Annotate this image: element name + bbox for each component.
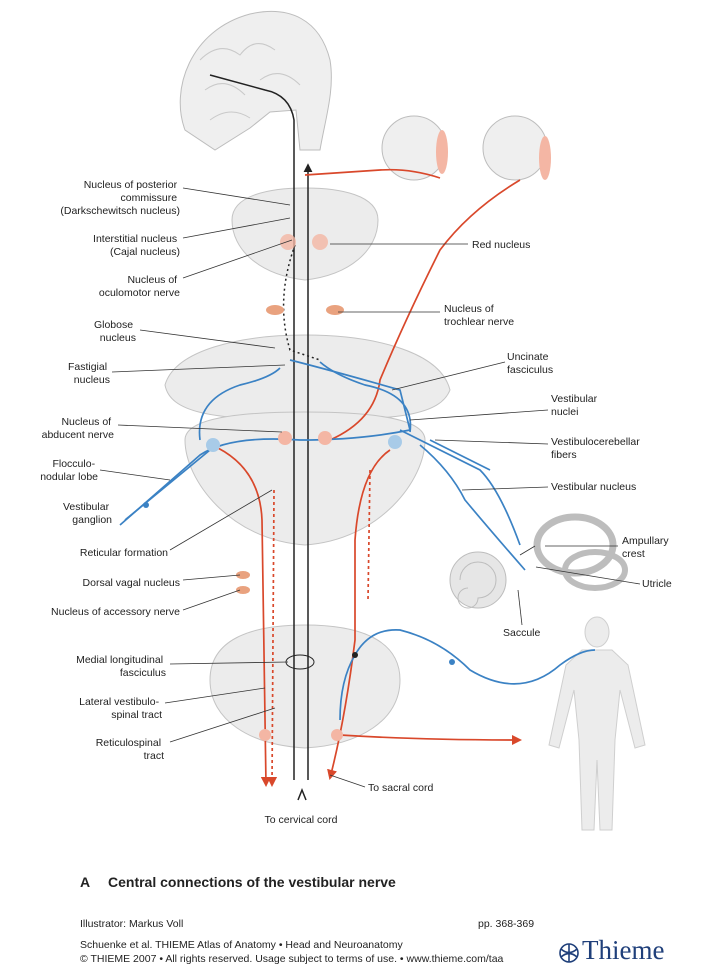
publisher-emblem-icon xyxy=(559,943,579,963)
publisher-name: Thieme xyxy=(582,935,665,965)
label-utricle: Utricle xyxy=(642,578,672,590)
label-reticulospinal-tract: Reticulospinal tract xyxy=(96,737,164,762)
label-trochlear-nucleus: Nucleus of trochlear nerve xyxy=(444,303,514,328)
footer-copyright: © THIEME 2007 • All rights reserved. Usa… xyxy=(80,953,504,965)
footer-illustrator: Illustrator: Markus Voll xyxy=(80,918,184,930)
label-accessory-nucleus: Nucleus of accessory nerve xyxy=(51,606,180,618)
label-fastigial-nucleus: Fastigial nucleus xyxy=(68,361,110,386)
label-oculomotor-nucleus: Nucleus of oculomotor nerve xyxy=(99,274,180,299)
blue-pathways xyxy=(119,359,596,721)
label-vestibular-nuclei: Vestibular nuclei xyxy=(551,393,600,418)
mlf-axis xyxy=(209,74,321,801)
label-uncinate-fasciculus: Uncinate fasciculus xyxy=(507,351,553,376)
cerebrum-section xyxy=(179,10,332,151)
eyeball-left xyxy=(381,115,448,181)
spinal-cord-section xyxy=(209,624,401,749)
leader-lines xyxy=(99,187,641,788)
label-posterior-commissure-nucleus: Nucleus of posterior commissure (Darksch… xyxy=(60,179,180,217)
label-flocculonodular-lobe: Flocculo- nodular lobe xyxy=(40,458,98,483)
label-ampullary-crest: Ampullary crest xyxy=(622,535,672,560)
label-dorsal-vagal-nucleus: Dorsal vagal nucleus xyxy=(83,577,180,589)
inner-ear xyxy=(449,513,628,609)
label-to-cervical-cord: To cervical cord xyxy=(265,814,338,826)
figure-title: Central connections of the vestibular ne… xyxy=(108,874,396,890)
label-vestibulocerebellar-fibers: Vestibulocerebellar fibers xyxy=(551,436,643,461)
label-interstitial-nucleus: Interstitial nucleus (Cajal nucleus) xyxy=(93,233,180,258)
label-abducent-nucleus: Nucleus of abducent nerve xyxy=(42,416,115,441)
footer-pages: pp. 368-369 xyxy=(478,918,535,930)
nuclei xyxy=(143,234,455,741)
label-saccule: Saccule xyxy=(503,627,541,639)
label-vestibular-ganglion: Vestibular ganglion xyxy=(63,501,112,526)
labels-right: Red nucleus Nucleus of trochlear nerve U… xyxy=(444,239,672,639)
brainstem-section xyxy=(184,411,426,546)
label-globose-nucleus: Globose nucleus xyxy=(94,319,136,344)
labels-bottom: To sacral cord To cervical cord xyxy=(265,782,434,826)
human-figure xyxy=(548,616,646,831)
label-lateral-vestibulospinal-tract: Lateral vestibulo- spinal tract xyxy=(79,696,162,721)
label-to-sacral-cord: To sacral cord xyxy=(368,782,434,794)
label-medial-longitudinal-fasciculus: Medial longitudinal fasciculus xyxy=(76,654,166,679)
publisher-logo xyxy=(559,943,579,963)
labels-left: Nucleus of posterior commissure (Darksch… xyxy=(40,179,180,762)
footer-source: Schuenke et al. THIEME Atlas of Anatomy … xyxy=(80,939,403,951)
midbrain-section xyxy=(231,187,379,281)
eyeball-right xyxy=(482,115,551,181)
figure-letter: A xyxy=(80,874,91,890)
label-reticular-formation: Reticular formation xyxy=(80,547,168,559)
label-vestibular-nucleus: Vestibular nucleus xyxy=(551,481,636,493)
label-red-nucleus: Red nucleus xyxy=(472,239,530,251)
